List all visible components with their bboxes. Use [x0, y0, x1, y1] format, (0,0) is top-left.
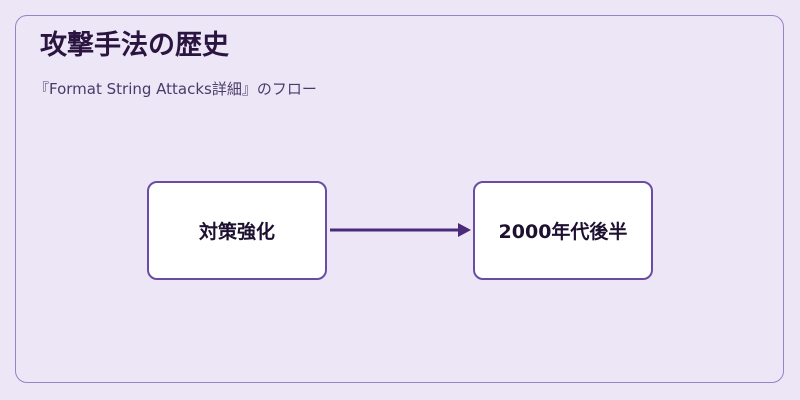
- diagram-card: [15, 15, 784, 383]
- flow-node-label: 対策強化: [198, 221, 275, 243]
- flow-arrow: [330, 223, 471, 237]
- flow-node-countermeasures: 対策強化: [147, 181, 327, 280]
- flow-node-late-2000s: 2000年代後半: [473, 181, 653, 280]
- flow-node-label: 2000年代後半: [498, 221, 628, 243]
- page-title: 攻撃手法の歴史: [40, 30, 229, 61]
- flow-arrow-head: [458, 223, 471, 237]
- page-subtitle: 『Format String Attacks詳細』のフロー: [34, 80, 317, 98]
